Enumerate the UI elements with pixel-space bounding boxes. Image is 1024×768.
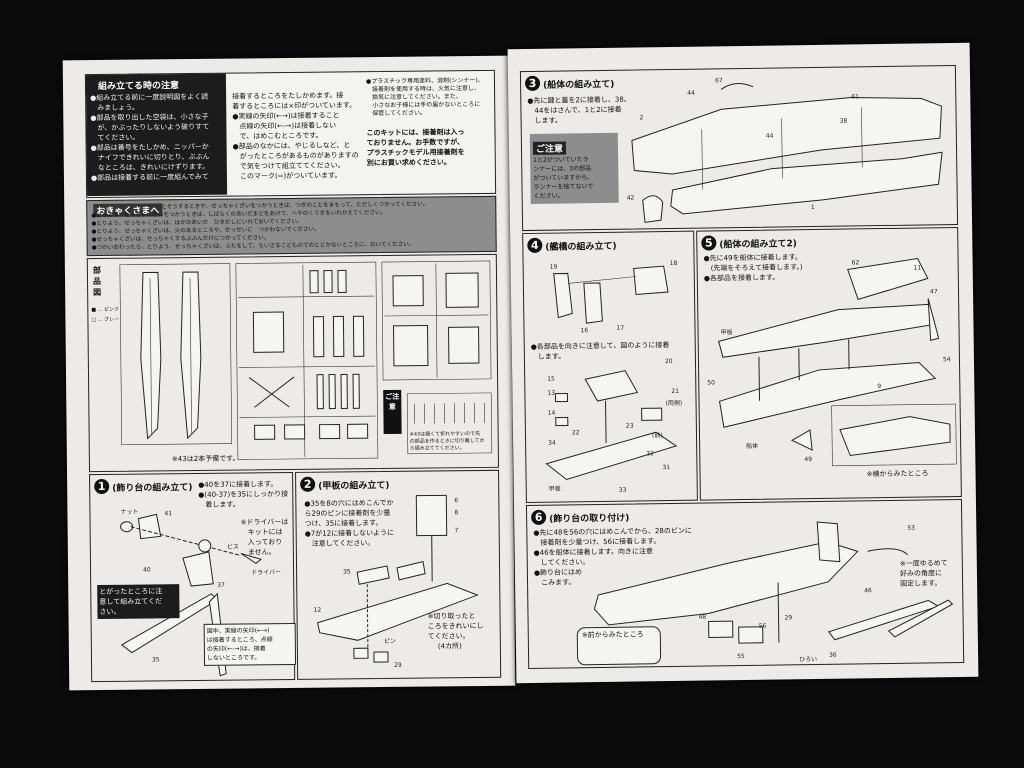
- step-5-drawing: [718, 258, 957, 467]
- label-67: 67: [715, 77, 723, 85]
- step-6-stand-attachment: 6 (飾り台の取り付け) ●先に48を56の穴にはめこんでから、28のピンに 接…: [525, 498, 965, 670]
- label-23: 23: [625, 422, 634, 430]
- label-19: 19: [549, 263, 558, 271]
- label-hull: 船体: [746, 442, 759, 450]
- label-54: 54: [942, 356, 951, 364]
- label-21: 21: [671, 387, 680, 396]
- caution-col2: 接着するところをたしかめます。接着するところには×印がついています。●実線の矢印…: [232, 91, 359, 181]
- label-42: 42: [626, 194, 635, 202]
- step-4-drawing: [545, 265, 678, 481]
- step-2-cut-note: ※切り取ったところをきれいにしてください。(4カ所): [427, 612, 484, 651]
- label-16: 16: [580, 327, 589, 335]
- label-12: 12: [313, 606, 322, 614]
- parts-note-box: ご注意: [383, 389, 402, 435]
- label-13: 13: [547, 389, 556, 397]
- step-3-hull-assembly: 3 (船体の組み立て) ●先に鍵と蓋を2に接着し、38、 44をはさんで、1と2…: [519, 64, 959, 232]
- step-4-notes: ●各部品を向きに注意して、図のように接着 します。: [530, 340, 670, 362]
- label-53: 53: [907, 524, 916, 532]
- step-5-hull-assembly-2: 5 (船体の組み立て2) ●先に49を船体に接着します。 (先端をそろえて接着し…: [696, 226, 962, 501]
- label-56: 56: [758, 622, 767, 630]
- label-11: 11: [913, 264, 922, 272]
- parts-footnote: ※43は2本予備です。: [171, 454, 240, 464]
- parts-note-text: ※43は細くて折れやすいので先 の部品を作るときに切り離してか ら組み立ててくだ…: [409, 430, 485, 453]
- left-instruction-page: 組み立てる時の注意 ●組み立てる前に一度説明図をよく読 みましょう。●部品を取り…: [62, 55, 516, 691]
- label-front: (前): [651, 432, 663, 440]
- step-1-warning: とがったところに注意して組み立てください。: [97, 584, 180, 620]
- label-29: 29: [394, 661, 402, 669]
- label-47: 47: [929, 288, 938, 296]
- step-6-angle-note: ※一度ゆるめて好みの角度に固定します。: [899, 559, 948, 588]
- label-35: 35: [151, 656, 160, 664]
- label-34: 34: [548, 439, 556, 447]
- label-33: 33: [618, 486, 627, 494]
- label-62: 62: [851, 259, 860, 267]
- caution-col3: ●プラスチック専用塗料、溶剤(シンナー)、 接着剤を使用する時は、火気に注意し、…: [365, 76, 484, 168]
- label-41: 41: [164, 510, 173, 518]
- label-screw: ビス: [226, 543, 239, 551]
- label-40: 40: [143, 566, 151, 574]
- label-nut: ナット: [120, 508, 139, 516]
- label-50: 50: [707, 379, 715, 387]
- customer-caution-lines: とそうするときや、せっちゃくざいをつかうときは、つぎのことをまもって、ただしくつ…: [91, 201, 429, 252]
- right-instruction-page: 3 (船体の組み立て) ●先に鍵と蓋を2に接着し、38、 44をはさんで、1と2…: [507, 42, 979, 684]
- label-driver: ドライバー: [251, 569, 282, 577]
- step-6-front-view-inset: ※前からみたところ: [576, 626, 662, 666]
- label-61: 61: [851, 93, 859, 101]
- label-9: 9: [877, 383, 882, 391]
- label-deck-4: 甲板: [548, 485, 561, 493]
- label-pin: ピン: [383, 637, 396, 646]
- label-32: 32: [646, 450, 654, 458]
- label-55: 55: [737, 653, 745, 661]
- label-8: 8: [454, 509, 459, 517]
- caution-left-panel: 組み立てる時の注意 ●組み立てる前に一度説明図をよく読 みましょう。●部品を取り…: [85, 73, 228, 197]
- label-35b: 35: [343, 568, 351, 576]
- label-20: 20: [664, 357, 673, 366]
- label-deck-5: 甲板: [720, 329, 733, 337]
- step-3-drawing: [631, 83, 943, 223]
- customer-caution-strip: おきゃくさまへ とそうするときや、せっちゃくざいをつかうときは、つぎのことをまも…: [86, 195, 497, 257]
- label-hiroi: ひろい: [799, 655, 818, 664]
- label-29b: 29: [784, 614, 793, 622]
- label-44b: 44: [765, 132, 774, 140]
- label-7: 7: [454, 527, 459, 535]
- label-48: 48: [698, 613, 707, 621]
- label-36: 36: [829, 651, 837, 659]
- step-6-drawing: [593, 521, 954, 644]
- parts-diagram-section: 部品図 ■ ... ピンク □ ... グレー: [86, 253, 500, 473]
- parts-runner-drawing: [119, 260, 493, 460]
- label-22: 22: [571, 429, 580, 437]
- step-1-stand-assembly: 1 (飾り台の組み立て) ●40を37に接着します。●(40-37)を35にしっ…: [89, 471, 297, 683]
- label-15: 15: [547, 375, 555, 383]
- step-1-arrow-note: 図中、実線の矢印(←→)は接着するところ、点線の矢印(←-→)は、接着しないとこ…: [203, 622, 297, 666]
- label-17: 17: [616, 324, 625, 332]
- step-2-drawing: [317, 494, 479, 663]
- label-49: 49: [804, 456, 813, 464]
- label-2: 2: [639, 114, 644, 122]
- label-38: 38: [839, 117, 848, 125]
- label-31: 31: [662, 464, 671, 472]
- label-both-sides: (両側): [665, 399, 683, 408]
- step-1-drawing: [120, 513, 263, 677]
- caution-col1: ●組み立てる前に一度説明図をよく読 みましょう。●部品を取り出した空袋は、小さな…: [90, 92, 210, 183]
- label-6: 6: [454, 497, 459, 505]
- label-37: 37: [217, 581, 225, 589]
- step-5-inset-caption: ※横からみたところ: [866, 469, 929, 479]
- label-18: 18: [669, 259, 678, 268]
- step-2-deck-assembly: 2 (甲板の組み立て) ●35を8の穴にはめこんでから29のピンに接着剤を少量つ…: [295, 469, 502, 680]
- label-14: 14: [547, 409, 556, 417]
- caution-title: 組み立てる時の注意: [97, 81, 180, 92]
- label-1: 1: [810, 203, 815, 212]
- label-44a: 44: [687, 89, 695, 97]
- assembly-caution-section: 組み立てる時の注意 ●組み立てる前に一度説明図をよく読 みましょう。●部品を取り…: [84, 69, 497, 199]
- step-4-bridge-assembly: 4 (艦橋の組み立て) ●各部品を向きに注意して、図のように接着 します。 19…: [522, 230, 698, 504]
- label-46: 46: [864, 587, 872, 595]
